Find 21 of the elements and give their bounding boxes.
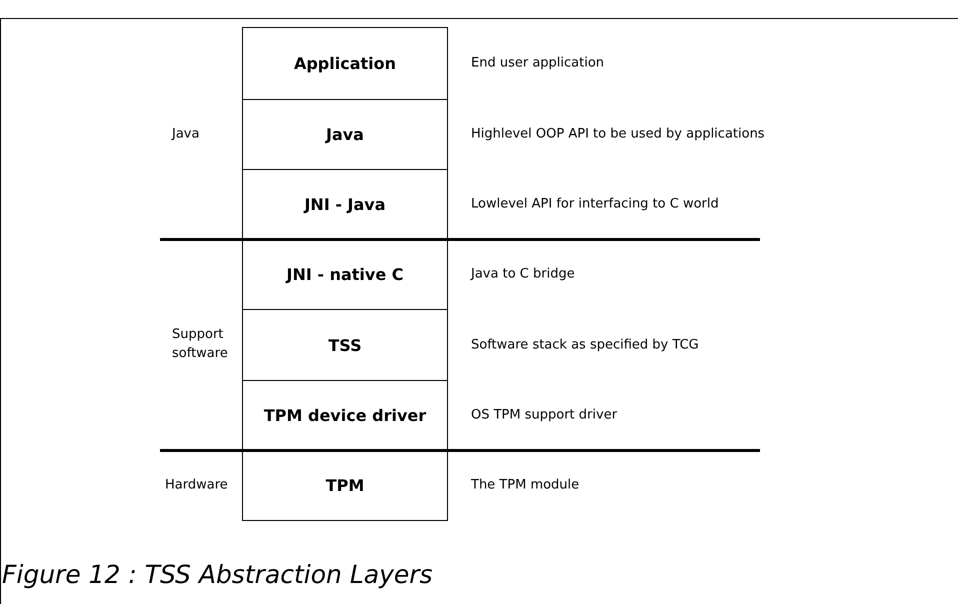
layer-name: Java: [326, 125, 364, 144]
layer-name: TPM device driver: [264, 406, 426, 425]
layer-description: Java to C bridge: [471, 266, 575, 282]
layer-box: [242, 309, 448, 381]
layer-description: OS TPM support driver: [471, 408, 618, 422]
group-label: Support software: [172, 326, 229, 363]
layer-name: TPM: [326, 476, 364, 495]
layer-name: Application: [294, 54, 396, 73]
group-label: Hardware: [165, 476, 229, 494]
layer-description: Lowlevel API for interfacing to C world: [471, 196, 719, 212]
layer-description: Software stack as specified by TCG: [471, 337, 699, 352]
group-label: Java: [172, 126, 200, 144]
figure-caption: Figure 12 : TSS Abstraction Layers: [2, 560, 433, 589]
layer-box: [242, 27, 448, 100]
layer-name: JNI - native C: [286, 265, 404, 284]
layer-name: JNI - Java: [304, 195, 386, 214]
layer-name: TSS: [328, 336, 362, 354]
layer-description: Highlevel OOP API to be used by applications: [471, 126, 765, 142]
layer-box: [242, 99, 448, 170]
layer-description: End user application: [471, 56, 604, 70]
layer-description: The TPM module: [471, 478, 580, 492]
